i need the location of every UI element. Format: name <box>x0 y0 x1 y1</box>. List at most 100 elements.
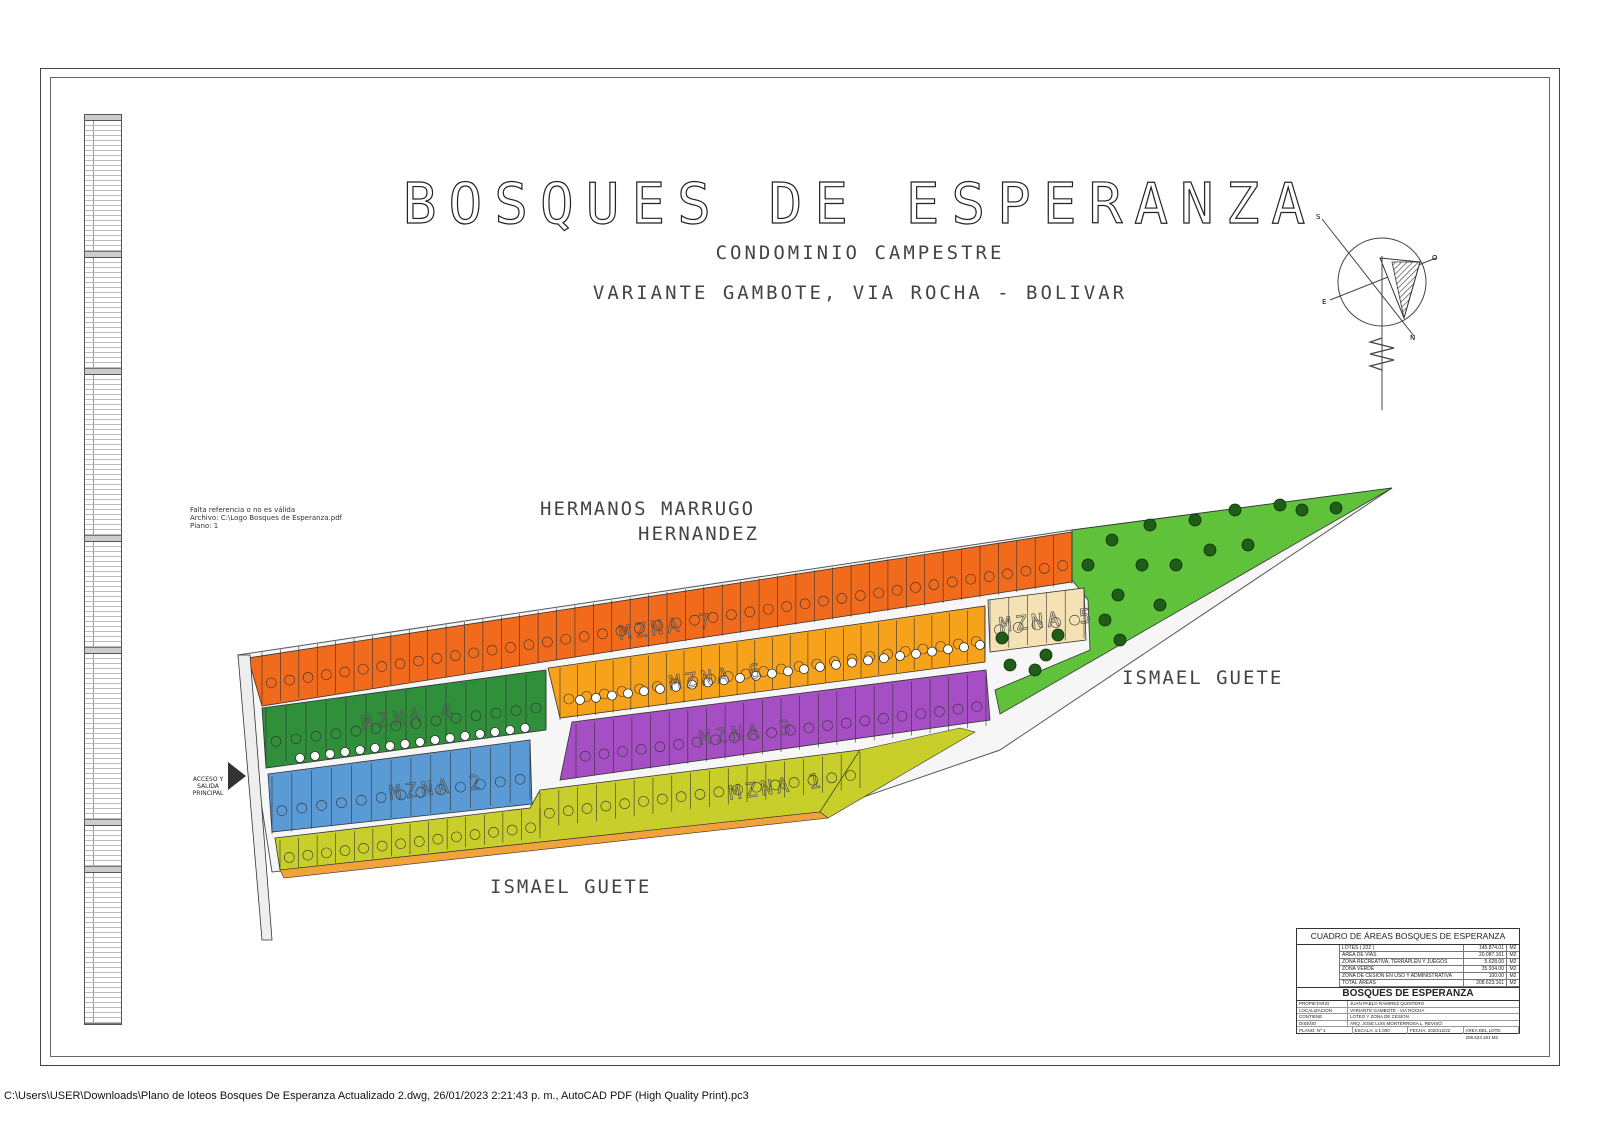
schedule-row <box>85 597 121 602</box>
schedule-row <box>85 933 121 938</box>
compass-n: N <box>1410 334 1415 342</box>
schedule-header <box>85 369 121 375</box>
print-footer: C:\Users\USER\Downloads\Plano de loteos … <box>4 1090 749 1102</box>
lot-number-circle <box>413 836 425 847</box>
schedule-row <box>85 642 121 647</box>
tree-icon <box>1169 558 1183 572</box>
tree-icon <box>1273 498 1287 512</box>
lot-number-circle <box>1050 617 1062 628</box>
schedule-header <box>85 252 121 258</box>
info-key: CONTIENE <box>1297 1014 1348 1020</box>
schedule-row <box>85 968 121 973</box>
schedule-row <box>85 156 121 161</box>
lot-number-circle <box>296 802 308 814</box>
schedule-row <box>85 455 121 460</box>
schedule-block <box>85 648 121 820</box>
lot-number-circle <box>983 571 995 582</box>
plan-title: BOSQUES DE ESPERANZA <box>402 171 1318 237</box>
schedule-row <box>85 759 121 764</box>
title-block-cell: PLANO: Nº 1 <box>1297 1027 1353 1035</box>
schedule-row <box>85 288 121 293</box>
schedule-row <box>85 465 121 470</box>
road-tree-icon <box>671 681 681 692</box>
area-value: 145.874,01 <box>1463 945 1506 951</box>
lot-number-circle <box>395 838 407 850</box>
lot-number-circle <box>710 734 722 746</box>
lot-number-circle <box>910 582 921 593</box>
schedule-row <box>85 679 121 684</box>
lot-number-circle <box>431 653 443 664</box>
schedule-block <box>85 820 121 867</box>
area-unit: M2 <box>1506 973 1519 979</box>
plan-location: VARIANTE GAMBOTE, VIA ROCHA - BOLIVAR <box>592 282 1128 304</box>
lot-number-circle <box>544 807 555 819</box>
lot-number-circle <box>619 798 631 810</box>
schedule-row <box>85 973 121 978</box>
area-unit: M2 <box>1506 980 1519 986</box>
schedule-row <box>85 632 121 637</box>
schedule-row <box>85 699 121 704</box>
info-key: LOCALIZACION <box>1297 1007 1348 1014</box>
info-key: DISEÑO <box>1297 1020 1348 1027</box>
road-tree-icon <box>623 688 633 699</box>
lot-number-circle <box>803 722 815 734</box>
schedule-row <box>85 943 121 948</box>
schedule-row <box>85 353 121 358</box>
lot-number-circle <box>350 725 362 737</box>
schedule-row <box>85 784 121 789</box>
lot-number-circle <box>729 732 740 743</box>
schedule-row <box>85 749 121 754</box>
tree-icon <box>1111 588 1125 602</box>
schedule-row <box>85 131 121 136</box>
neighbor-north-line2: HERNANDEZ <box>638 523 759 545</box>
schedule-row <box>85 729 121 734</box>
schedule-row <box>85 878 121 883</box>
lot-number-circle <box>375 792 387 803</box>
lot-number-circle <box>1039 563 1050 574</box>
lot-number-circle <box>413 655 424 667</box>
schedule-row <box>85 278 121 283</box>
road-tree-icon <box>959 642 969 653</box>
block-mzna-4 <box>261 669 547 769</box>
lot-number-circle <box>358 843 369 854</box>
compass-s: S <box>1316 213 1321 221</box>
road-tree-icon <box>815 662 825 672</box>
schedule-row <box>85 1018 121 1023</box>
lot-number-circle <box>302 849 314 861</box>
lot-number-circle <box>1012 622 1024 633</box>
schedule-row <box>85 903 121 908</box>
schedule-row <box>85 567 121 572</box>
schedule-row <box>85 146 121 151</box>
area-value: 20.087.161 <box>1463 952 1506 958</box>
road-tree-icon <box>415 737 425 747</box>
schedule-row <box>85 186 121 191</box>
title-block-cell: FECHA: 2020/12/22 <box>1408 1027 1464 1035</box>
schedule-row <box>85 191 121 196</box>
schedule-row <box>85 714 121 719</box>
lot-schedule-table <box>84 114 122 1025</box>
schedule-row <box>85 908 121 913</box>
schedule-row <box>85 831 121 836</box>
schedule-row <box>85 430 121 435</box>
lot-number-circle <box>390 720 402 732</box>
neighbor-north-line1: HERMANOS MARRUGO <box>540 498 756 520</box>
schedule-row <box>85 161 121 166</box>
lot-number-circle <box>673 739 684 750</box>
schedule-row <box>85 572 121 577</box>
lot-number-circle <box>321 669 332 680</box>
schedule-row <box>85 258 121 263</box>
lot-number-circle <box>598 748 610 760</box>
schedule-row <box>85 883 121 888</box>
lot-number-circle <box>394 658 406 670</box>
area-unit: M2 <box>1506 966 1519 972</box>
tree-icon <box>1051 628 1065 642</box>
lot-number-circle <box>455 781 466 793</box>
road-tree-icon <box>767 668 777 679</box>
road-tree-icon <box>400 739 410 749</box>
lot-number-circle <box>357 663 369 675</box>
tree-icon <box>1003 658 1017 672</box>
lot-number-circle <box>826 772 838 784</box>
